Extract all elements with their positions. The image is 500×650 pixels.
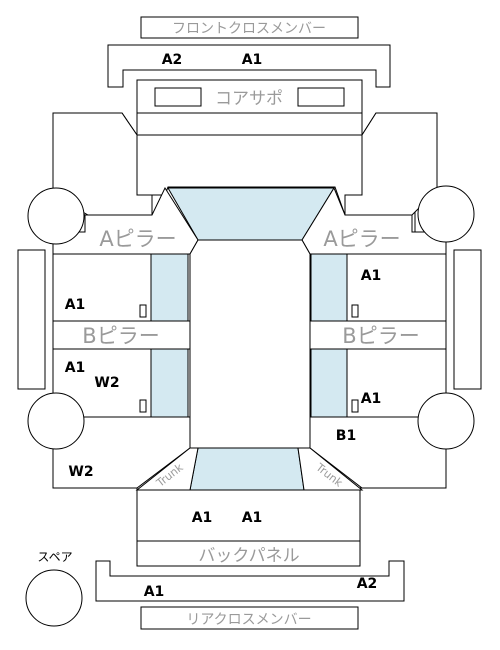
rear-left-wheel[interactable] bbox=[27, 392, 85, 450]
front-cross-grade-a2: A2 bbox=[162, 52, 183, 68]
grade-left-rear-quarter: W2 bbox=[68, 464, 93, 480]
trunk-lid[interactable] bbox=[136, 489, 361, 542]
front-cross-member[interactable]: フロントクロスメンバー bbox=[140, 16, 359, 39]
grade-left-rear-door-w2: W2 bbox=[94, 375, 119, 391]
rear-cross-member-label: リアクロスメンバー bbox=[186, 612, 311, 628]
spare-tire-circle bbox=[25, 569, 83, 627]
left-rear-door-handle bbox=[139, 399, 147, 413]
rear-cross-member[interactable]: リアクロスメンバー bbox=[140, 606, 359, 630]
front-left-wheel[interactable] bbox=[27, 187, 85, 245]
front-right-wheel[interactable] bbox=[417, 185, 475, 243]
grade-trunk-2: A1 bbox=[242, 510, 263, 526]
grade-right-rear-quarter: B1 bbox=[336, 428, 356, 444]
b-pillar-right-label: Bピラー bbox=[342, 324, 419, 348]
left-rocker-panel[interactable] bbox=[17, 249, 46, 390]
grade-left-front-door: A1 bbox=[65, 297, 86, 313]
front-cross-member-label: フロントクロスメンバー bbox=[172, 21, 326, 37]
a-pillar-left-label: Aピラー bbox=[99, 227, 176, 251]
grade-right-front-door: A1 bbox=[361, 268, 382, 284]
back-panel[interactable] bbox=[136, 540, 361, 567]
right-rear-door-handle bbox=[351, 399, 359, 413]
rear-window[interactable] bbox=[189, 447, 305, 491]
rear-right-wheel[interactable] bbox=[417, 392, 475, 450]
c-pillar-right[interactable] bbox=[297, 447, 364, 491]
grade-rear-cross-a1: A1 bbox=[144, 584, 165, 600]
spare-label: スペア bbox=[37, 550, 72, 564]
rear-bumper-bracket[interactable] bbox=[95, 560, 405, 602]
right-rear-window[interactable] bbox=[310, 348, 348, 418]
core-support[interactable]: コアサポ bbox=[136, 79, 363, 114]
core-support-label: コアサポ bbox=[215, 89, 283, 109]
front-bumper-bracket[interactable] bbox=[107, 44, 391, 88]
right-front-door-handle bbox=[351, 304, 359, 318]
grade-trunk-1: A1 bbox=[192, 510, 213, 526]
grade-rear-cross-a2: A2 bbox=[357, 576, 378, 592]
back-panel-label: バックパネル bbox=[198, 546, 299, 566]
grade-left-rear-door: A1 bbox=[65, 360, 86, 376]
left-front-window[interactable] bbox=[150, 253, 189, 322]
right-front-door[interactable] bbox=[346, 253, 447, 322]
grade-right-rear-door: A1 bbox=[361, 391, 382, 407]
front-cross-grade-a1: A1 bbox=[242, 52, 263, 68]
left-front-door[interactable] bbox=[52, 253, 152, 322]
a-pillar-right-label: Aピラー bbox=[323, 227, 400, 251]
b-pillar-left-zone[interactable] bbox=[52, 320, 191, 350]
right-front-window[interactable] bbox=[310, 253, 348, 322]
left-front-door-handle bbox=[139, 304, 147, 318]
b-pillar-right-zone[interactable] bbox=[309, 320, 447, 350]
right-rocker-panel[interactable] bbox=[453, 249, 482, 390]
roof[interactable] bbox=[189, 239, 311, 449]
left-rear-window[interactable] bbox=[150, 348, 189, 418]
spare-tire[interactable]: スペア bbox=[25, 550, 83, 627]
b-pillar-left-label: Bピラー bbox=[82, 324, 159, 348]
left-rear-quarter[interactable] bbox=[52, 416, 191, 489]
